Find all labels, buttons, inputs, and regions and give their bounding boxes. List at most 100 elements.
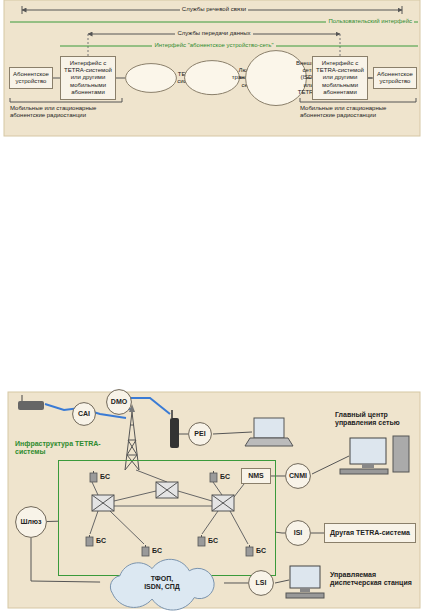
infrastructure-frame: БСБСNMSБСБСБСБСИнфраструктура TETRA-сист… bbox=[58, 460, 276, 576]
connector bbox=[116, 78, 125, 79]
node-text: БС bbox=[256, 547, 266, 555]
base-station: БС bbox=[89, 471, 113, 483]
ellipse-outline bbox=[249, 571, 274, 596]
ellipse-outline bbox=[286, 464, 311, 489]
connector bbox=[224, 582, 248, 583]
laptop bbox=[254, 418, 284, 438]
node-text: БС bbox=[96, 537, 106, 545]
node-text: NMS bbox=[248, 472, 264, 480]
node-text: Интерфейс с TETRA-системой или другими м… bbox=[64, 60, 112, 96]
switch-group bbox=[92, 482, 234, 511]
monitor bbox=[290, 566, 320, 588]
node-text: Инфраструктура TETRA-системы bbox=[15, 440, 111, 457]
connector bbox=[53, 78, 60, 79]
connector bbox=[276, 532, 285, 534]
label-text: Мобильные или стационарные абонентские р… bbox=[10, 105, 128, 119]
trunk bbox=[213, 482, 222, 495]
interface-box: Интерфейс с TETRA-системой или другими м… bbox=[312, 56, 368, 100]
ellipse-outline bbox=[73, 403, 96, 426]
tower bbox=[125, 412, 139, 470]
node-text: Абонентское устройство bbox=[377, 71, 413, 85]
node-text: БС bbox=[208, 537, 218, 545]
antenna bbox=[145, 545, 146, 547]
trunk bbox=[92, 482, 98, 495]
connector bbox=[271, 475, 285, 476]
base-station: БС bbox=[209, 471, 233, 483]
node-text: CNMI bbox=[289, 472, 307, 480]
stand bbox=[300, 588, 310, 592]
tick bbox=[340, 34, 341, 56]
node-text: ISI bbox=[294, 529, 303, 537]
station-body bbox=[90, 473, 97, 482]
antenna bbox=[171, 410, 173, 418]
wire bbox=[179, 434, 188, 435]
connector bbox=[311, 533, 324, 534]
switch bbox=[212, 495, 234, 511]
trunk bbox=[110, 511, 144, 544]
antenna bbox=[89, 535, 90, 537]
interface-circle: DMO bbox=[106, 389, 132, 415]
terminal-box: Абонентское устройство bbox=[9, 67, 53, 89]
tick bbox=[22, 6, 23, 14]
switch-cross bbox=[92, 495, 114, 511]
monitor bbox=[350, 438, 386, 464]
station-icon bbox=[245, 545, 255, 557]
antenna bbox=[213, 471, 214, 473]
ellipse-outline bbox=[185, 61, 240, 95]
panel bbox=[8, 392, 420, 608]
stand bbox=[362, 464, 374, 468]
interface-circle: LSI bbox=[248, 570, 274, 596]
trunk bbox=[234, 484, 244, 497]
wire bbox=[213, 432, 252, 434]
station-icon bbox=[141, 545, 151, 557]
label-text: Службы передачи данных bbox=[175, 30, 252, 37]
station-icon bbox=[85, 535, 95, 547]
system-box: Другая TETRA-система bbox=[324, 523, 416, 543]
ellipse-outline bbox=[107, 390, 132, 415]
station-body bbox=[142, 547, 149, 556]
node-outline bbox=[184, 60, 240, 95]
label-text: Пользовательский интерфейс bbox=[326, 18, 414, 25]
station-body bbox=[198, 537, 205, 546]
base-station: БС bbox=[85, 535, 109, 547]
interface-circle: PEI bbox=[188, 422, 212, 446]
label-text: Управляемая диспетчерская станция bbox=[330, 571, 418, 588]
node-text: БС bbox=[220, 473, 230, 481]
trunk bbox=[230, 511, 248, 544]
radio-icon bbox=[18, 401, 44, 410]
trunk bbox=[114, 506, 212, 507]
node-text: LSI bbox=[256, 579, 267, 587]
label-text: Службы речевой связи bbox=[180, 6, 248, 13]
antenna bbox=[22, 395, 23, 401]
node-text: Абонентское устройство bbox=[13, 71, 49, 85]
node-text: БС bbox=[100, 473, 110, 481]
ellipse-outline bbox=[126, 64, 177, 93]
node-text: DMO bbox=[111, 398, 127, 406]
station-icon bbox=[197, 535, 207, 547]
trunk bbox=[114, 491, 156, 501]
tick bbox=[402, 6, 403, 14]
gateway-circle: Шлюз bbox=[15, 506, 47, 538]
antenna bbox=[93, 471, 94, 473]
node-text: БС bbox=[152, 547, 162, 555]
ellipse-outline bbox=[16, 507, 47, 538]
pc-tower bbox=[393, 436, 409, 472]
base-station: БС bbox=[197, 535, 221, 547]
station-icon bbox=[209, 471, 219, 483]
trunk bbox=[90, 511, 98, 534]
node-outline bbox=[125, 63, 177, 93]
node-text: Шлюз bbox=[21, 518, 42, 526]
label-text: Интерфейс "абонентское устройство-сеть" bbox=[152, 42, 275, 49]
station-body bbox=[86, 537, 93, 546]
switch bbox=[156, 482, 178, 498]
node-text: PEI bbox=[194, 430, 205, 438]
handset bbox=[170, 418, 179, 448]
switch-cross bbox=[156, 482, 178, 498]
switch-cross bbox=[212, 495, 234, 511]
antenna bbox=[249, 545, 250, 547]
base-station: БС bbox=[245, 545, 269, 557]
base-station: БС bbox=[141, 545, 165, 557]
node-text: CAI bbox=[78, 410, 90, 418]
trunk bbox=[202, 511, 218, 534]
